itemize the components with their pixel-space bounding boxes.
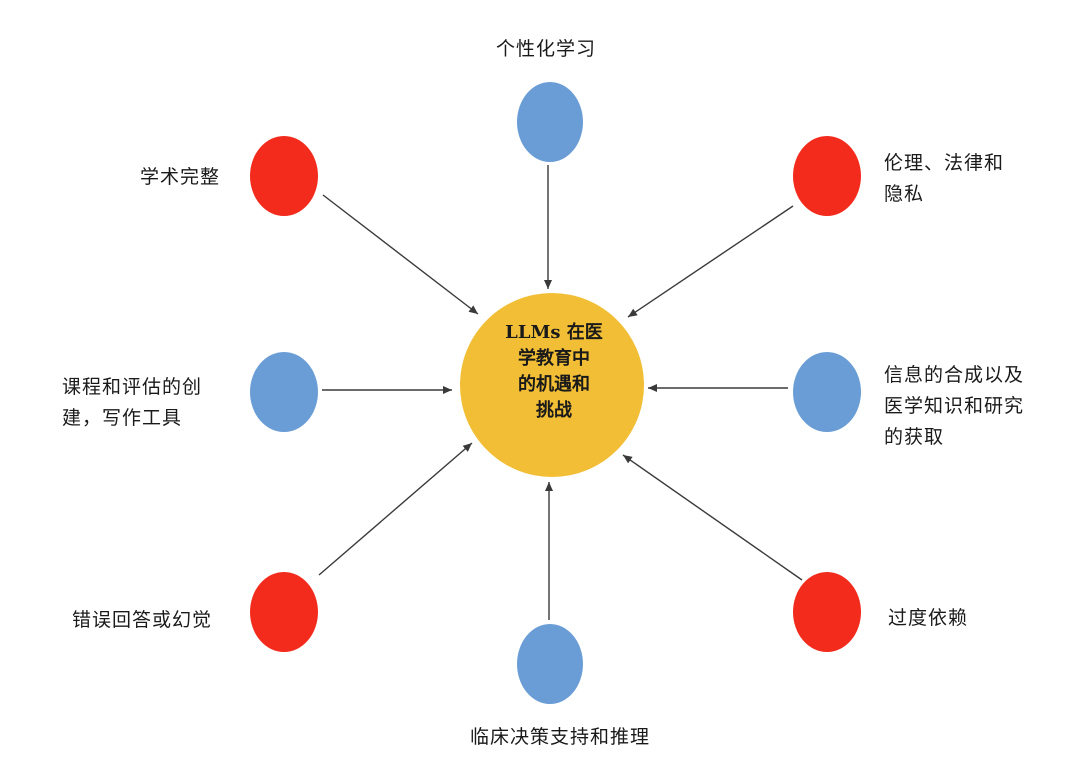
arrows-layer xyxy=(318,165,803,620)
arrow-over-reliance xyxy=(622,454,803,581)
label-personalized-learning: 个性化学习 xyxy=(496,38,597,60)
node-clinical-decision-support xyxy=(517,624,583,704)
center-label: LLMs 在医 学教育中 的机遇和 挑战 xyxy=(505,322,603,421)
center-circle xyxy=(460,293,644,477)
node-over-reliance xyxy=(793,572,861,652)
label-academic-integrity: 学术完整 xyxy=(140,166,221,188)
label-clinical-decision-support: 临床决策支持和推理 xyxy=(470,726,651,748)
label-ethics-law-privacy: 伦理、法律和 隐私 xyxy=(884,152,1005,205)
node-ethics-law-privacy xyxy=(793,136,861,216)
nodes-layer xyxy=(250,82,861,704)
arrow-academic-integrity xyxy=(322,194,479,315)
node-personalized-learning xyxy=(517,82,583,162)
node-errors-hallucination xyxy=(250,572,318,652)
label-curriculum-assessment: 课程和评估的创 建，写作工具 xyxy=(62,376,203,429)
arrow-ethics-law-privacy xyxy=(627,205,794,318)
label-over-reliance: 过度依赖 xyxy=(888,607,969,629)
label-errors-hallucination: 错误回答或幻觉 xyxy=(72,609,213,631)
node-academic-integrity xyxy=(250,136,318,216)
node-knowledge-synthesis xyxy=(793,352,861,432)
node-curriculum-assessment xyxy=(250,352,318,432)
label-knowledge-synthesis: 信息的合成以及 医学知识和研究 的获取 xyxy=(884,364,1025,448)
arrow-errors-hallucination xyxy=(318,442,473,576)
